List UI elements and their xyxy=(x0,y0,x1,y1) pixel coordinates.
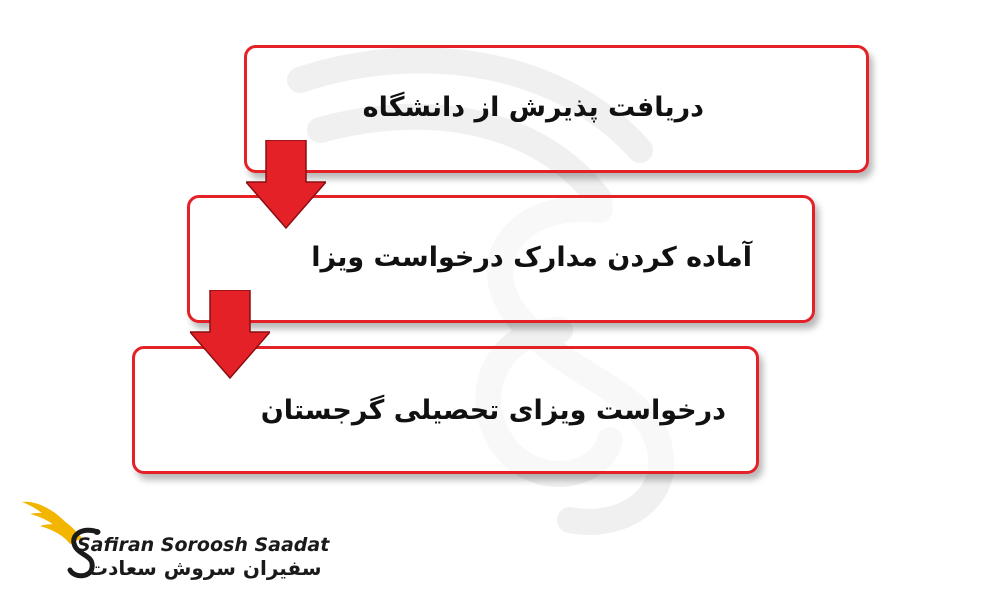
step-3-label: درخواست ویزای تحصیلی گرجستان xyxy=(260,395,726,426)
step-2-label: آماده کردن مدارک درخواست ویزا xyxy=(311,242,752,273)
step-1-label: دریافت پذیرش از دانشگاه xyxy=(362,92,704,123)
winged-s-logo-icon xyxy=(22,501,101,579)
down-arrow-icon xyxy=(246,140,326,230)
logo-name-fa: سفیران سروش سعادت xyxy=(88,556,322,580)
step-box-3: درخواست ویزای تحصیلی گرجستان xyxy=(132,346,759,474)
step-box-1: دریافت پذیرش از دانشگاه xyxy=(244,45,869,173)
logo-name-en: Safiran Soroosh Saadat xyxy=(77,534,330,556)
down-arrow-icon xyxy=(190,290,270,380)
